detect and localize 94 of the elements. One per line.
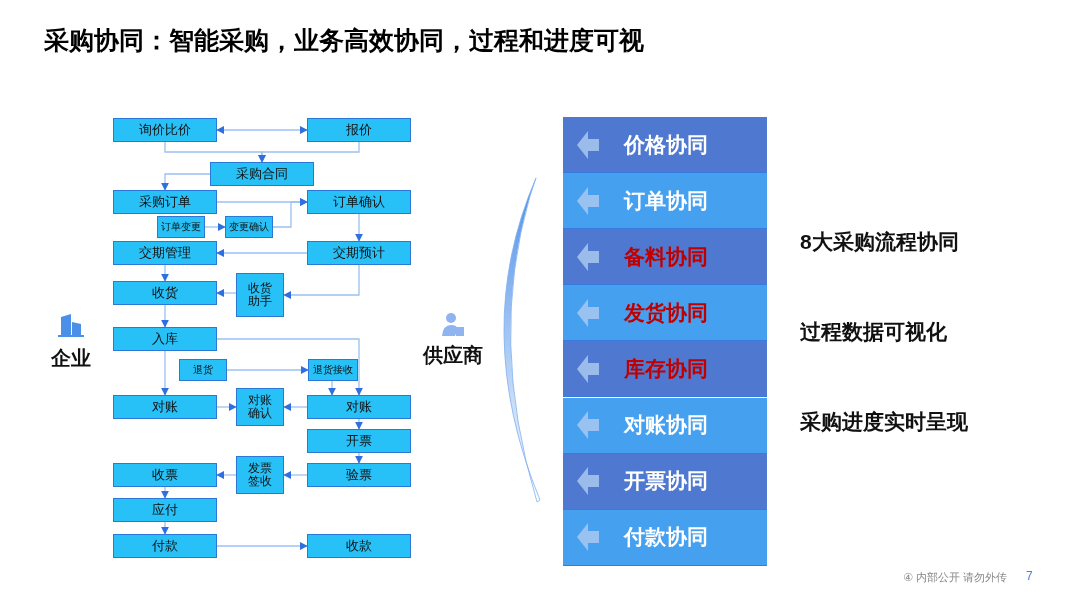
step-label: 开票 <box>346 432 372 450</box>
process-box <box>113 241 217 265</box>
step-label: 交期预计 <box>333 244 385 262</box>
collaboration-band <box>563 285 767 342</box>
flow-arrow <box>355 418 363 430</box>
process-box <box>307 429 411 453</box>
summary-text: 8大采购流程协同 <box>800 229 959 255</box>
flow-arrow <box>226 366 309 374</box>
process-box <box>113 281 217 305</box>
process-box <box>113 498 217 522</box>
flow-arrow <box>216 126 308 134</box>
flow-arrow <box>216 542 308 550</box>
sub-process-box <box>308 359 358 381</box>
flow-arrow <box>161 264 169 282</box>
step-label: 报价 <box>346 121 372 139</box>
step-label: 验票 <box>346 466 372 484</box>
slide-title: 采购协同：智能采购，业务高效协同，过程和进度可视 <box>44 25 644 56</box>
step-label: 订单变更 <box>161 220 201 234</box>
process-box <box>307 534 411 558</box>
step-label: 收货助手 <box>247 281 273 309</box>
step-label: 对账 <box>346 398 372 416</box>
step-label: 采购合同 <box>236 165 288 183</box>
flow-arrow <box>161 304 169 328</box>
process-box <box>307 118 411 142</box>
band-label: 价格协同 <box>624 131 708 158</box>
step-label: 订单确认 <box>333 193 385 211</box>
collaboration-band <box>563 229 767 286</box>
process-box <box>113 118 217 142</box>
flow-arrow <box>216 403 237 411</box>
flow-arrow <box>216 249 308 257</box>
process-box <box>113 190 217 214</box>
flow-arrow <box>355 452 363 464</box>
step-label: 采购订单 <box>139 193 191 211</box>
band-label: 订单协同 <box>624 187 708 214</box>
flow-arrow <box>258 141 360 163</box>
collaboration-band <box>563 117 767 174</box>
collaboration-band <box>563 341 767 398</box>
sub-process-box <box>236 273 284 317</box>
band-label: 库存协同 <box>624 355 708 382</box>
flow-arrow <box>216 338 363 396</box>
collaboration-band <box>563 509 767 566</box>
step-label: 询价比价 <box>139 121 191 139</box>
step-label: 发票签收 <box>247 461 273 489</box>
flow-arrow <box>161 521 169 535</box>
band-label: 对账协同 <box>624 412 708 439</box>
flow-arrow <box>355 213 363 242</box>
flow-arrow <box>216 471 237 479</box>
band-label: 备料协同 <box>624 243 708 270</box>
step-label: 收票 <box>152 466 178 484</box>
process-box <box>113 463 217 487</box>
step-label: 变更确认 <box>229 220 269 234</box>
flow-arrow <box>204 223 226 231</box>
step-label: 交期管理 <box>139 244 191 262</box>
process-box <box>113 395 217 419</box>
flow-arrow <box>283 471 308 479</box>
summary-text: 采购进度实时呈现 <box>800 409 968 435</box>
entity-label: 企业 <box>48 343 94 373</box>
sub-process-box <box>179 359 227 381</box>
entity-label: 供应商 <box>420 340 486 370</box>
step-label: 付款 <box>152 537 178 555</box>
step-label: 收货 <box>152 284 178 302</box>
flow-arrow <box>283 264 360 299</box>
sub-process-box <box>236 388 284 426</box>
flow-arrow <box>161 486 169 499</box>
footer-note: ④ 内部公开 请勿外传 <box>903 570 1007 585</box>
flow-arrow <box>283 403 308 411</box>
process-box <box>307 241 411 265</box>
process-box <box>307 395 411 419</box>
step-label: 对账确认 <box>247 393 273 421</box>
summary-text: 过程数据可视化 <box>800 319 947 345</box>
flow-arrow <box>216 289 237 297</box>
step-label: 应付 <box>152 501 178 519</box>
process-box <box>307 190 411 214</box>
flow-arrow <box>328 380 336 396</box>
band-label: 发货协同 <box>624 299 708 326</box>
flow-arrow <box>161 350 169 396</box>
band-label: 付款协同 <box>624 524 708 551</box>
process-box <box>210 162 314 186</box>
flow-arrow <box>161 173 211 191</box>
collaboration-band <box>563 453 767 510</box>
process-box <box>307 463 411 487</box>
step-label: 收款 <box>346 537 372 555</box>
step-label: 退货 <box>193 363 213 377</box>
step-label: 退货接收 <box>313 363 353 377</box>
flow-arrow <box>272 198 308 228</box>
process-box <box>113 534 217 558</box>
collaboration-band <box>563 173 767 230</box>
page-number: 7 <box>1026 569 1033 583</box>
collaboration-band <box>563 397 767 454</box>
process-box <box>113 327 217 351</box>
step-label: 入库 <box>152 330 178 348</box>
sub-process-box <box>236 456 284 494</box>
band-label: 开票协同 <box>624 468 708 495</box>
step-label: 对账 <box>152 398 178 416</box>
